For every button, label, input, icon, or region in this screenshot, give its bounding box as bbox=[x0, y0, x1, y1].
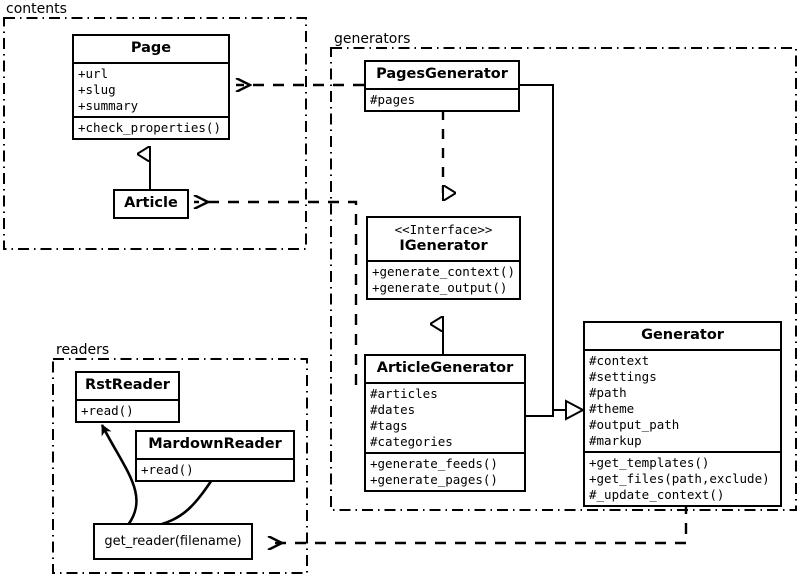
package-label-contents: contents bbox=[4, 1, 69, 17]
operation-item: +generate_output() bbox=[372, 280, 508, 295]
class-title-generator: Generator bbox=[641, 327, 724, 343]
class-title-igenerator: <<Interface>> IGenerator bbox=[368, 218, 519, 260]
class-operations-mardownreader: +read() bbox=[137, 458, 293, 480]
edge-generator-depends-getreader bbox=[268, 503, 688, 543]
class-name-igenerator: IGenerator bbox=[399, 238, 488, 254]
attribute-item: +summary bbox=[78, 98, 139, 113]
class-box-generator[interactable]: Generator #context #settings #path #them… bbox=[583, 321, 782, 507]
operation-item: +generate_pages() bbox=[370, 472, 498, 487]
class-title-article: Article bbox=[124, 195, 178, 211]
operation-item: +get_templates() bbox=[589, 455, 710, 470]
class-attributes-page: +url +slug +summary bbox=[74, 62, 228, 116]
edge-articlegenerator-depends-article bbox=[194, 202, 358, 385]
function-label-get-reader: get_reader(filename) bbox=[104, 534, 242, 549]
operation-item: +generate_feeds() bbox=[370, 456, 498, 471]
class-operations-rstreader: +read() bbox=[77, 399, 178, 421]
attribute-item: #output_path bbox=[589, 417, 680, 432]
attribute-item: #markup bbox=[589, 433, 642, 448]
package-frame-contents bbox=[3, 17, 307, 250]
package-label-readers: readers bbox=[54, 342, 112, 358]
package-label-generators: generators bbox=[332, 31, 413, 47]
operation-item: +read() bbox=[141, 462, 194, 477]
class-box-rstreader[interactable]: RstReader +read() bbox=[75, 371, 180, 423]
class-attributes-articlegenerator: #articles #dates #tags #categories bbox=[366, 382, 524, 452]
attribute-item: #tags bbox=[370, 418, 408, 433]
package-frame-readers bbox=[52, 358, 308, 574]
operation-item: +read() bbox=[81, 403, 134, 418]
class-title-pagesgenerator: PagesGenerator bbox=[376, 66, 508, 82]
class-title-mardownreader: MardownReader bbox=[148, 436, 282, 452]
function-box-get-reader[interactable]: get_reader(filename) bbox=[93, 523, 253, 560]
class-box-articlegenerator[interactable]: ArticleGenerator #articles #dates #tags … bbox=[364, 354, 526, 492]
operation-item: +check_properties() bbox=[78, 120, 221, 135]
class-box-mardownreader[interactable]: MardownReader +read() bbox=[135, 430, 295, 482]
attribute-item: #theme bbox=[589, 401, 635, 416]
class-box-igenerator[interactable]: <<Interface>> IGenerator +generate_conte… bbox=[366, 216, 521, 300]
class-title-rstreader: RstReader bbox=[85, 377, 170, 393]
operation-item: +get_files(path,exclude) bbox=[589, 471, 770, 486]
generalization-arrowhead-generator bbox=[565, 399, 586, 421]
class-stereotype-igenerator: <<Interface>> bbox=[394, 222, 493, 237]
attribute-item: +url bbox=[78, 66, 109, 81]
class-attributes-pagesgenerator: #pages bbox=[366, 88, 518, 110]
class-box-pagesgenerator[interactable]: PagesGenerator #pages bbox=[364, 60, 520, 112]
class-operations-page: +check_properties() bbox=[74, 116, 228, 138]
package-frame-generators bbox=[330, 47, 797, 511]
class-title-page: Page bbox=[130, 40, 172, 56]
attribute-item: #path bbox=[589, 385, 627, 400]
attribute-item: +slug bbox=[78, 82, 116, 97]
edge-pagesgenerator-generalizes-generator bbox=[520, 84, 570, 411]
class-box-page[interactable]: Page +url +slug +summary +check_properti… bbox=[72, 34, 230, 140]
class-attributes-generator: #context #settings #path #theme #output_… bbox=[585, 349, 780, 451]
class-box-article[interactable]: Article bbox=[113, 189, 189, 219]
class-title-articlegenerator: ArticleGenerator bbox=[376, 360, 514, 376]
attribute-item: #settings bbox=[589, 369, 657, 384]
attribute-item: #categories bbox=[370, 434, 453, 449]
edge-getreader-creates-rstreader bbox=[100, 424, 138, 526]
operation-item: +generate_context() bbox=[372, 264, 515, 279]
class-operations-igenerator: +generate_context() +generate_output() bbox=[368, 260, 519, 298]
class-operations-articlegenerator: +generate_feeds() +generate_pages() bbox=[366, 452, 524, 490]
attribute-item: #dates bbox=[370, 402, 416, 417]
class-operations-generator: +get_templates() +get_files(path,exclude… bbox=[585, 451, 780, 505]
operation-item: #_update_context() bbox=[589, 487, 725, 502]
edge-articlegenerator-generalizes-generator bbox=[526, 410, 554, 417]
attribute-item: #pages bbox=[370, 92, 416, 107]
attribute-item: #context bbox=[589, 353, 650, 368]
attribute-item: #articles bbox=[370, 386, 438, 401]
